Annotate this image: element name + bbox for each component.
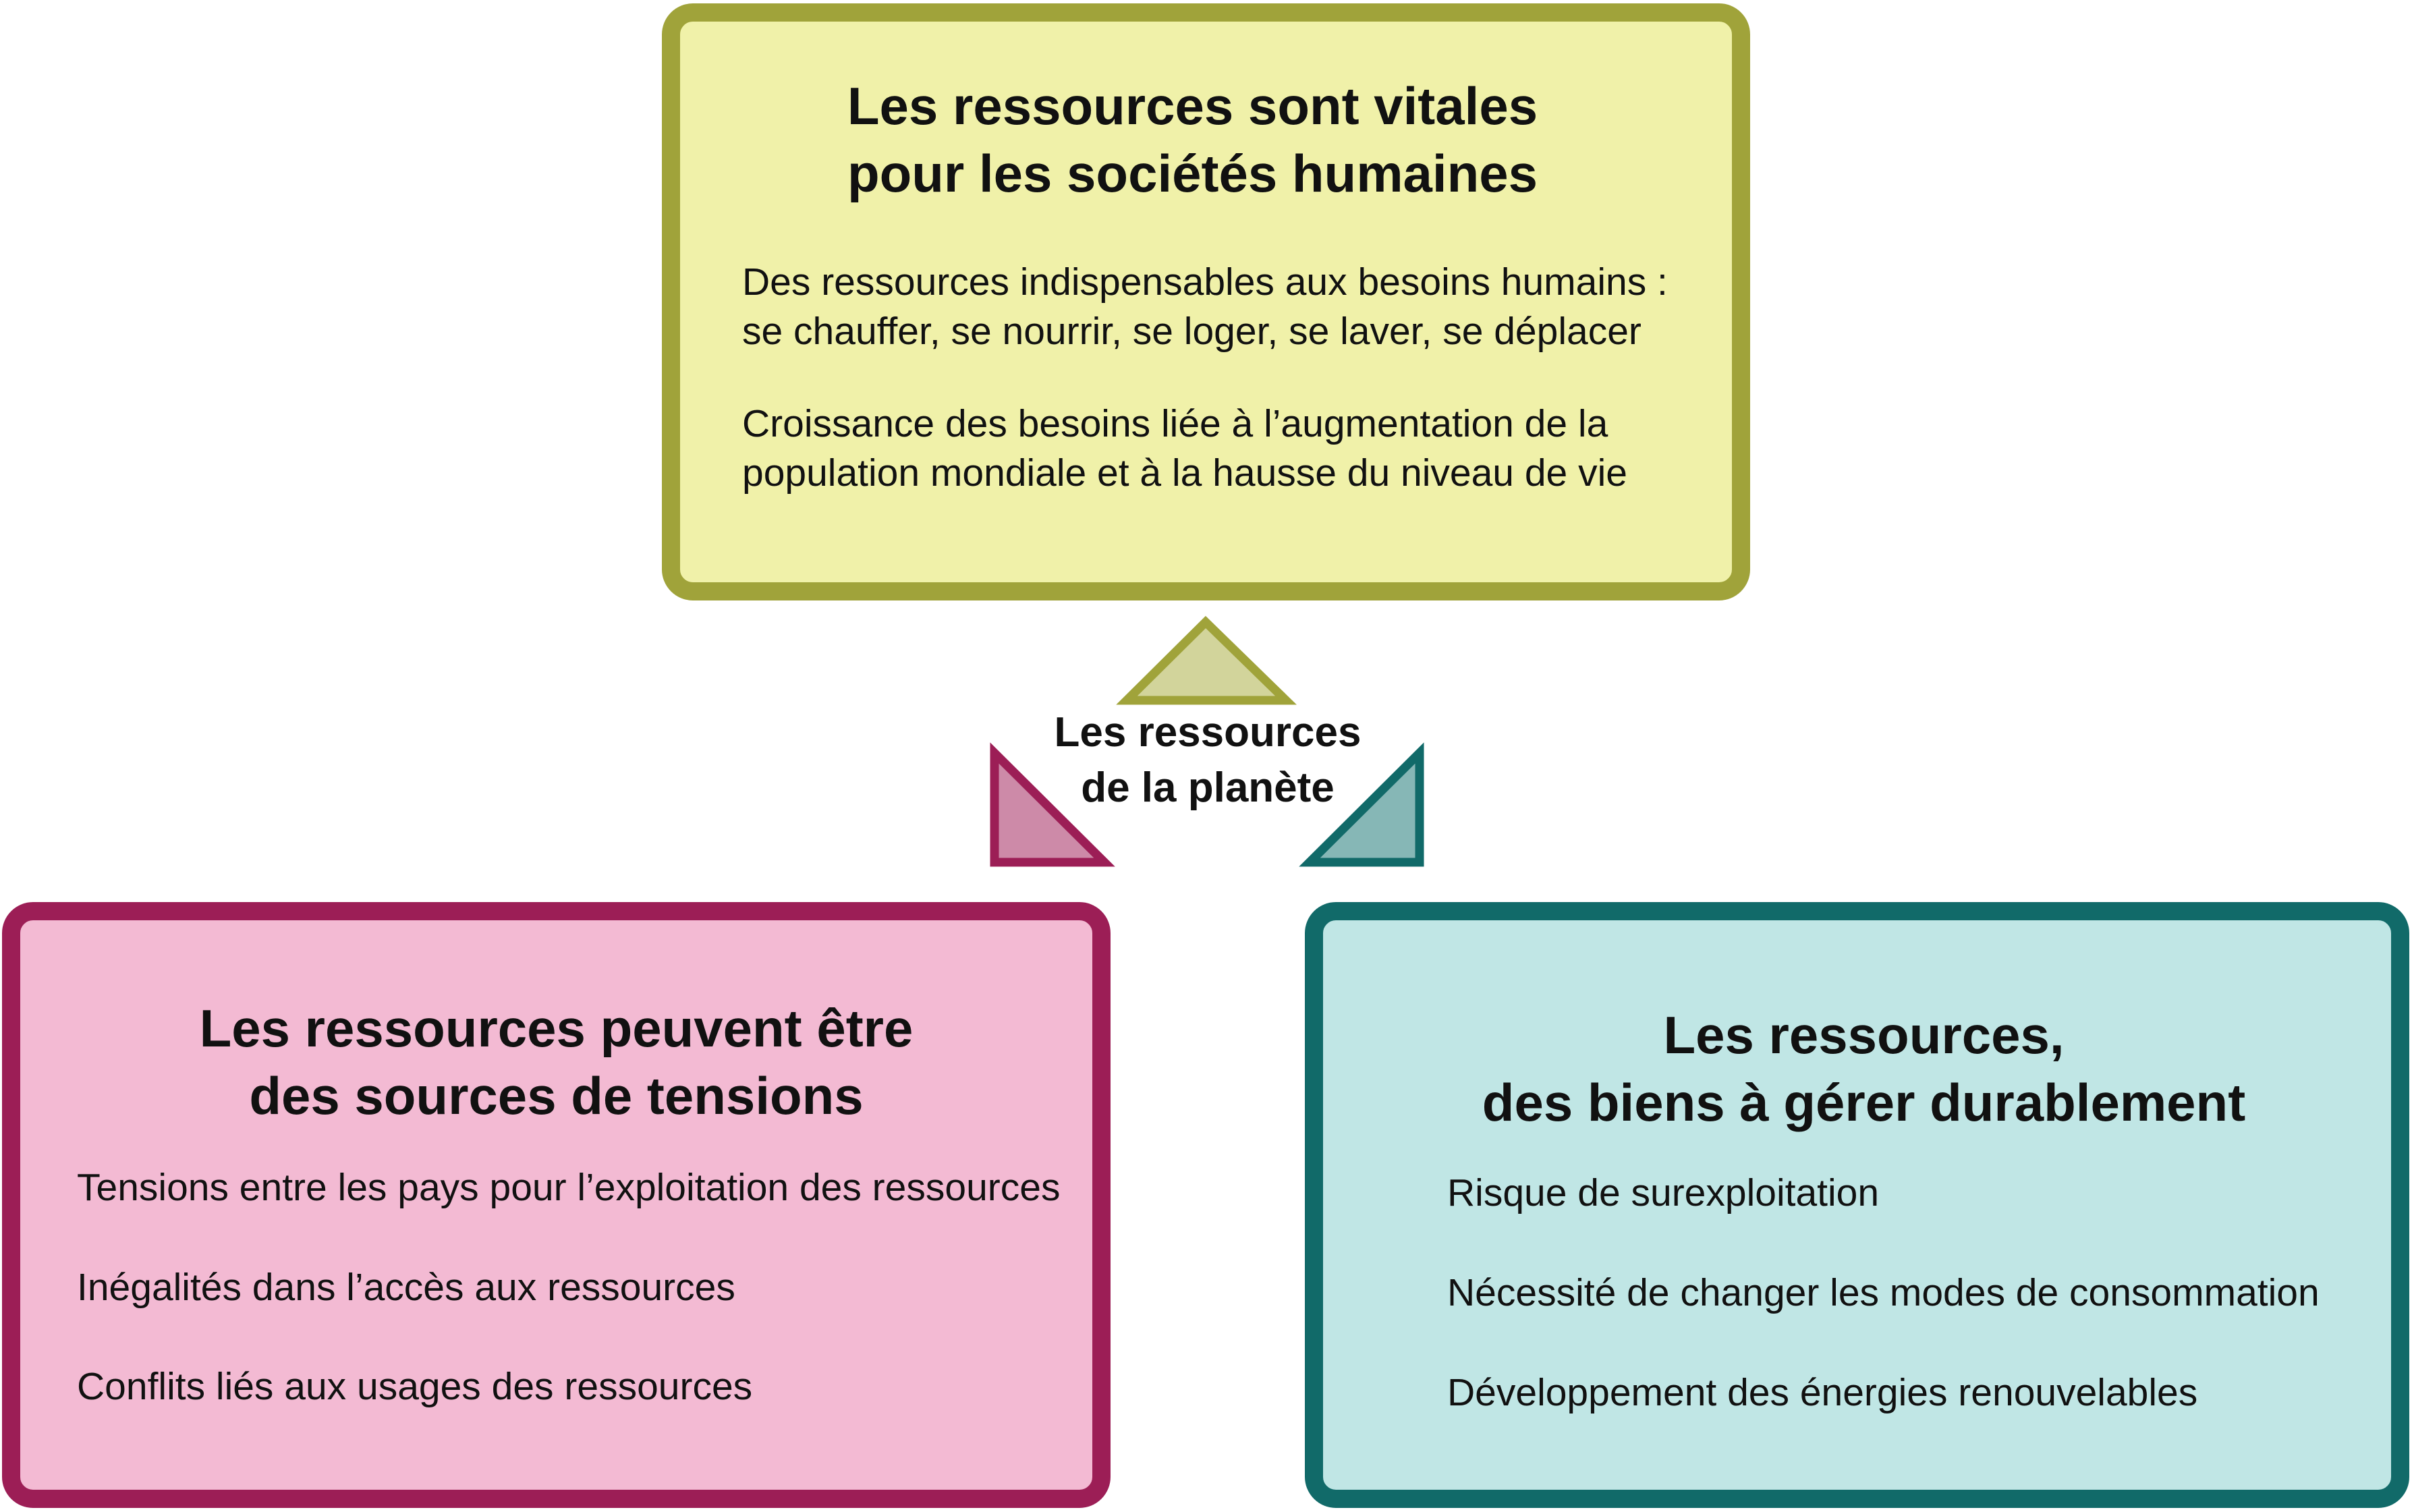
box-title-tensions: Les ressources peuvent être des sources … [199, 999, 914, 1125]
triangle-up-icon [1116, 615, 1297, 705]
box-item-vital-needs: Des ressources indispensables aux besoin… [742, 260, 1668, 353]
triangle-right-icon [1299, 742, 1424, 867]
box-title-vital: Les ressources sont vitales pour les soc… [847, 76, 1538, 203]
box-item-tensions-countries: Tensions entre les pays pour l’exploitat… [77, 1166, 1061, 1209]
box-tensions: Les ressources peuvent être des sources … [2, 902, 1111, 1508]
box-item-vital-growth: Croissance des besoins liée à l’augmenta… [742, 402, 1627, 495]
box-item-sustainable-overexploitation: Risque de surexploitation [1447, 1171, 1880, 1214]
box-item-sustainable-consumption: Nécessité de changer les modes de consom… [1447, 1271, 2320, 1314]
box-sustainable: Les ressources, des biens à gérer durabl… [1305, 902, 2409, 1508]
box-vital-resources: Les ressources sont vitales pour les soc… [662, 3, 1750, 600]
center-label: Les ressources de la planète [1054, 709, 1362, 811]
box-item-sustainable-renewables: Développement des énergies renouvelables [1447, 1371, 2198, 1414]
triangle-left-icon [990, 742, 1115, 867]
box-item-tensions-conflicts: Conflits liés aux usages des ressources [77, 1365, 753, 1408]
box-item-tensions-inequalities: Inégalités dans l’accès aux ressources [77, 1266, 735, 1309]
box-title-sustainable: Les ressources, des biens à gérer durabl… [1482, 1005, 2246, 1132]
